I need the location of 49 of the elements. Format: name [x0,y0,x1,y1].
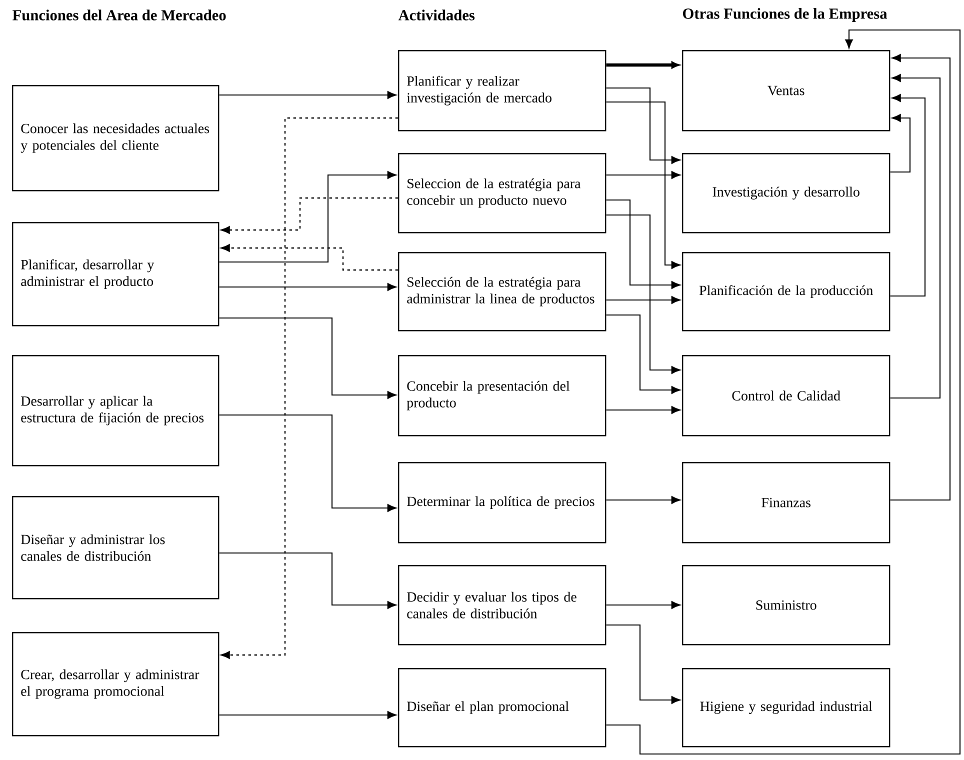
activity-box: Concebir la presentación del producto [398,355,606,436]
dotted-arrow [220,197,398,234]
arrow [606,214,680,374]
arrow [219,91,396,99]
department-box: Higiene y seguridad industrial [682,668,890,748]
arrow [606,406,680,414]
column-heading: Funciones del Area de Mercadeo [12,10,226,20]
activity-box: Diseñar el plan promocional [398,668,606,748]
department-box: Investigación y desarrollo [682,153,890,234]
function-box: Conocer las necesidades actuales y potenciales del cliente [12,85,220,192]
function-box: Crear, desarrollar y administrar el programa promocional [12,632,220,736]
column-heading: Otras Funciones de la Empresa [683,8,888,22]
department-box: Planificación de la producción [682,252,890,332]
arrow [219,283,396,291]
arrow [606,624,680,704]
department-box: Control de Calidad [682,355,890,436]
arrow [606,296,680,304]
department-box: Finanzas [682,462,890,544]
column-heading: Actividades [398,10,475,20]
function-box: Planificar, desarrollar y administrar el producto [12,222,220,326]
arrow [219,317,396,399]
arrow [606,601,680,609]
arrow [606,87,680,164]
activity-box: Planificar y realizar investigación de mercado [398,50,606,132]
arrow [606,171,680,179]
activity-box: Decidir y evaluar los tipos de canales de distribución [398,565,606,646]
arrow [890,54,951,501]
dotted-arrow [220,117,398,659]
arrow [219,552,396,609]
arrow [219,711,396,719]
arrow [606,29,961,755]
function-box: Diseñar y administrar los canales de distribución [12,496,220,600]
activity-box: Selección de la estratégia para administrar la linea de productos [398,252,606,332]
arrow [890,114,911,173]
activity-box: Determinar la política de precios [398,462,606,544]
activity-box: Seleccion de la estratégia para concebir un producto nuevo [398,153,606,234]
function-box: Desarrollar y aplicar la estructura de fijación de precios [12,355,220,466]
arrow [219,414,396,512]
arrow [606,62,679,68]
arrow [606,199,680,289]
arrow [219,171,396,263]
arrow [890,74,941,399]
arrow [606,314,680,394]
arrow [890,94,926,297]
department-box: Ventas [682,50,890,132]
arrow [606,496,680,504]
department-box: Suministro [682,565,890,646]
arrow [606,101,680,269]
dotted-arrow [220,244,398,271]
